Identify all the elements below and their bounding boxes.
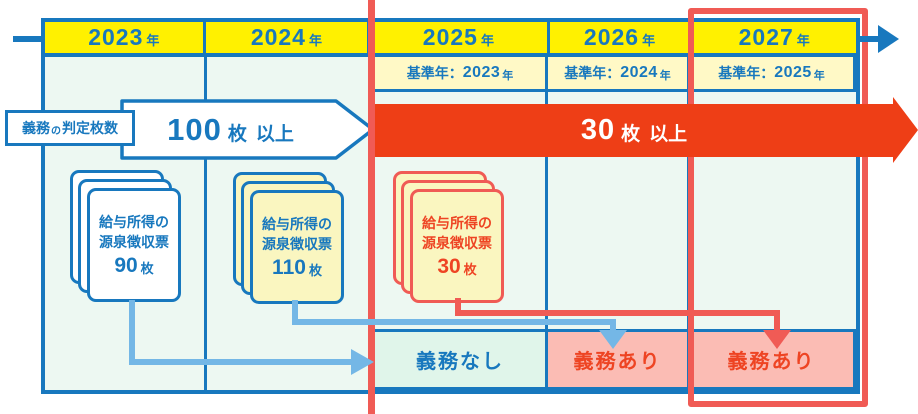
judgment-label-tail: 判定枚数	[62, 120, 118, 136]
year-unit: 年	[308, 33, 322, 48]
base-year-unit: 年	[659, 69, 671, 82]
threshold-arrow-100-text: 100 枚 以上	[123, 102, 338, 157]
year-number: 2026	[583, 24, 640, 50]
year-header-row: 2023 年 2024 年 2025 年 2026 年 2027 年	[41, 18, 860, 57]
tax-slip-title-line2: 源泉徴収票	[262, 236, 332, 252]
year-2025-divider-line	[368, 0, 375, 414]
year-header-2024: 2024 年	[206, 22, 371, 53]
judgment-label-particle: の	[51, 126, 61, 137]
timeline-start-line	[13, 36, 45, 42]
result-obligation-2026: 義務あり	[545, 329, 690, 390]
judgment-label-head: 義務	[22, 120, 50, 136]
year-number: 2025	[422, 24, 478, 50]
year-number: 2023	[88, 24, 144, 50]
base-year-unit: 年	[502, 69, 514, 82]
tax-slip-stack-2023: 給与所得の 源泉徴収票 90 枚	[70, 170, 182, 303]
tax-slip-count: 90	[114, 254, 138, 278]
tax-slip-title-line2: 源泉徴収票	[422, 235, 492, 251]
base-year-cell-2026: 基準年： 2024 年	[545, 57, 690, 92]
timeline-end-line	[856, 36, 880, 42]
base-year-label: 基準年：	[718, 65, 775, 81]
base-year-number: 2024	[620, 64, 658, 81]
threshold-number: 30	[580, 114, 616, 146]
column-divider-2023-2024	[204, 57, 207, 390]
threshold-condition: 以上	[649, 124, 688, 145]
tax-slip-title-line2: 源泉徴収票	[99, 234, 169, 250]
base-year-number: 2023	[462, 64, 501, 81]
base-year-cell-2027: 基準年： 2025 年	[687, 57, 856, 92]
arrow-pentagon	[120, 99, 375, 160]
highlight-frame-2027	[688, 8, 868, 407]
result-no-obligation-2025: 義務なし	[372, 329, 548, 390]
judgment-count-label: 義務 の 判定枚数	[5, 110, 135, 146]
tax-slip-card-front: 給与所得の 源泉徴収票 30 枚	[410, 189, 504, 303]
threshold-number: 100	[167, 111, 222, 147]
tax-slip-count: 30	[437, 255, 461, 279]
result-label: 義務なし	[416, 351, 504, 373]
base-year-label: 基準年：	[564, 65, 621, 81]
tax-slip-stack-2025: 給与所得の 源泉徴収票 30 枚	[393, 171, 505, 304]
tax-slip-stack-2024: 給与所得の 源泉徴収票 110 枚	[233, 172, 345, 305]
threshold-arrow-30: 30 枚 以上	[375, 104, 893, 157]
tax-slip-count: 110	[272, 256, 306, 280]
tax-slip-card-front: 給与所得の 源泉徴収票 110 枚	[250, 190, 344, 304]
base-year-label: 基準年：	[406, 65, 463, 81]
threshold-arrow-30-head-icon	[893, 97, 918, 163]
tax-slip-count-unit: 枚	[463, 262, 477, 278]
year-unit: 年	[480, 33, 494, 48]
year-header-2023: 2023 年	[45, 22, 206, 53]
timeline-arrowhead-icon	[878, 25, 899, 53]
column-divider-2025-2026	[545, 57, 548, 390]
year-number: 2024	[250, 24, 306, 50]
year-unit: 年	[146, 33, 160, 48]
threshold-unit: 枚	[621, 124, 641, 145]
year-number: 2027	[738, 24, 794, 50]
year-header-2025: 2025 年	[370, 22, 550, 53]
year-unit: 年	[796, 33, 810, 48]
tax-slip-title-line1: 給与所得の	[262, 215, 332, 232]
year-unit: 年	[642, 33, 656, 48]
threshold-unit: 枚	[227, 123, 247, 145]
result-label: 義務あり	[573, 351, 662, 373]
result-label: 義務あり	[727, 351, 816, 373]
tax-slip-count-unit: 枚	[308, 263, 322, 279]
year-header-2027: 2027 年	[692, 22, 856, 53]
tax-slip-title-line1: 給与所得の	[422, 214, 492, 231]
year-header-2026: 2026 年	[550, 22, 693, 53]
base-year-number: 2025	[774, 64, 812, 81]
tax-slip-card-front: 給与所得の 源泉徴収票 90 枚	[87, 188, 181, 302]
threshold-condition: 以上	[255, 123, 294, 145]
threshold-arrow-100-shape	[120, 99, 375, 160]
tax-slip-title-line1: 給与所得の	[99, 213, 169, 230]
tax-slip-count-unit: 枚	[140, 261, 154, 277]
base-year-cell-2025: 基準年： 2023 年	[372, 57, 548, 92]
base-year-unit: 年	[813, 69, 825, 82]
